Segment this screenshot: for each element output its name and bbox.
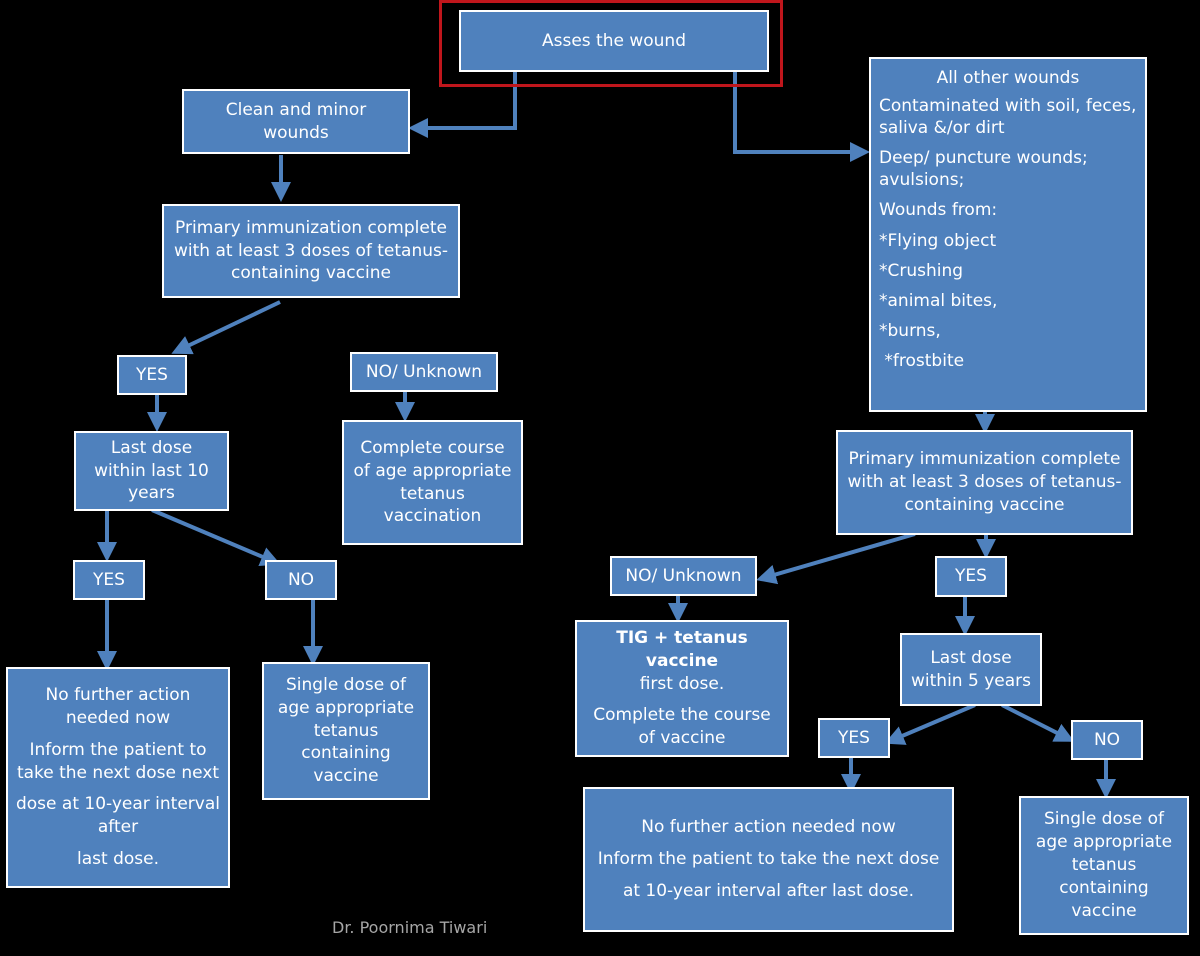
clean-minor-line: Clean and minor <box>225 99 367 120</box>
other-wounds-line: Deep/ puncture wounds; <box>879 148 1088 169</box>
arrow-lastdose5-to-no2 <box>1001 703 1075 742</box>
right-yes-box: YES <box>935 556 1007 597</box>
right-single-dose-line: containing <box>1059 877 1149 898</box>
right-tig-line: first dose. <box>639 673 725 694</box>
right-single-dose-line: vaccine <box>1071 900 1137 921</box>
other-wounds-line: saliva &/or dirt <box>879 118 1005 139</box>
other-wounds-item: *frostbite <box>879 350 965 371</box>
left-yes2-box: YES <box>73 560 145 600</box>
right-tig-box: TIG + tetanus vaccine first dose. Comple… <box>575 620 789 757</box>
left-no-unknown-box: NO/ Unknown <box>350 352 498 392</box>
left-primary-immunization-box: Primary immunization complete with at le… <box>162 204 460 298</box>
right-tig-line: Complete the course <box>593 705 771 726</box>
left-yes-box: YES <box>117 355 187 395</box>
arrow-primary-to-yes <box>171 300 281 355</box>
left-no-unknown-label: NO/ Unknown <box>365 361 483 382</box>
left-no2-box: NO <box>265 560 337 600</box>
other-wounds-box: All other wounds Contaminated with soil,… <box>869 57 1147 412</box>
left-complete-course-line: of age appropriate <box>353 460 512 481</box>
right-no-further-action-box: No further action needed now Inform the … <box>583 787 954 932</box>
right-no2-box: NO <box>1071 720 1143 760</box>
left-no-action-line: needed now <box>65 707 171 728</box>
left-no-action-line: Inform the patient to <box>29 739 207 760</box>
right-no-action-line: No further action needed now <box>641 817 896 838</box>
left-last-dose-box: Last dose within last 10 years <box>74 431 229 511</box>
left-primary-line: with at least 3 doses of tetanus- <box>173 240 448 261</box>
left-yes-label: YES <box>136 364 168 385</box>
other-wounds-item: *burns, <box>879 320 941 341</box>
left-last-dose-line: years <box>128 483 175 504</box>
right-yes2-box: YES <box>818 718 890 758</box>
right-tig-line: TIG + tetanus vaccine <box>616 627 748 671</box>
left-no-further-action-box: No further action needed now Inform the … <box>6 667 230 888</box>
left-single-dose-box: Single dose of age appropriate tetanus c… <box>262 662 430 800</box>
left-single-dose-line: vaccine <box>313 766 379 787</box>
right-yes-label: YES <box>955 566 987 587</box>
left-complete-course-box: Complete course of age appropriate tetan… <box>342 420 523 545</box>
right-last-dose-line: Last dose <box>930 647 1012 668</box>
arrow-rprimary-to-nounknown <box>756 532 916 585</box>
right-primary-line: Primary immunization complete <box>848 449 1121 470</box>
right-single-dose-line: age appropriate <box>1035 832 1173 853</box>
right-single-dose-line: tetanus <box>1071 855 1137 876</box>
left-yes2-label: YES <box>93 569 125 590</box>
left-complete-course-line: Complete course <box>360 437 505 458</box>
other-wounds-item: Deep/ puncture wounds; avulsions; <box>879 147 1088 191</box>
assess-wound-box: Asses the wound <box>459 10 769 72</box>
right-no-action-line: at 10-year interval after last dose. <box>622 880 915 901</box>
right-last-dose-line: within 5 years <box>911 670 1031 691</box>
other-wounds-item: *animal bites, <box>879 290 998 311</box>
start-highlight-frame <box>439 0 783 87</box>
right-no-unknown-label: NO/ Unknown <box>625 565 742 586</box>
right-primary-line: with at least 3 doses of tetanus- <box>847 472 1122 493</box>
left-no-action-line: last dose. <box>77 849 159 870</box>
right-single-dose-box: Single dose of age appropriate tetanus c… <box>1019 796 1189 935</box>
right-single-dose-line: Single dose of <box>1044 809 1164 830</box>
right-no-action-line: Inform the patient to take the next dose <box>597 849 940 870</box>
left-no-action-line: dose at 10-year interval <box>15 794 220 815</box>
clean-minor-line: wounds <box>263 122 329 143</box>
left-no-action-line: No further action <box>45 684 191 705</box>
left-last-dose-line: Last dose <box>110 437 193 458</box>
left-no2-label: NO <box>287 569 315 590</box>
right-primary-line: containing vaccine <box>904 494 1065 515</box>
clean-minor-wounds-box: Clean and minor wounds <box>182 89 410 154</box>
arrow-lastdose5-to-yes2 <box>884 703 976 745</box>
arrow-lastdose-to-no2 <box>151 508 281 566</box>
left-single-dose-line: tetanus <box>313 720 379 741</box>
other-wounds-item: Contaminated with soil, feces, saliva &/… <box>879 95 1136 139</box>
other-wounds-line: avulsions; <box>879 170 965 191</box>
assess-wound-text: Asses the wound <box>541 30 686 51</box>
left-primary-line: Primary immunization complete <box>175 217 447 238</box>
left-single-dose-line: Single dose of <box>286 674 406 695</box>
right-yes2-label: YES <box>838 727 870 748</box>
left-single-dose-line: age appropriate <box>277 697 415 718</box>
author-credit: Dr. Poornima Tiwari <box>332 918 488 937</box>
right-last-dose-box: Last dose within 5 years <box>900 633 1042 706</box>
left-no-action-line: after <box>97 817 139 838</box>
other-wounds-title: All other wounds <box>936 68 1080 88</box>
left-complete-course-line: vaccination <box>383 506 482 527</box>
left-complete-course-line: tetanus <box>400 483 465 504</box>
left-primary-line: containing vaccine <box>231 263 391 284</box>
other-wounds-item: *Crushing <box>879 260 964 281</box>
right-primary-immunization-box: Primary immunization complete with at le… <box>836 430 1133 535</box>
other-wounds-item: *Flying object <box>879 230 997 251</box>
right-no2-label: NO <box>1093 729 1121 750</box>
left-single-dose-line: containing <box>301 743 391 764</box>
right-tig-line: of vaccine <box>638 728 726 749</box>
other-wounds-line: Contaminated with soil, feces, <box>879 96 1137 117</box>
left-no-action-line: take the next dose next <box>16 762 220 783</box>
right-no-unknown-box: NO/ Unknown <box>610 556 757 596</box>
left-last-dose-line: within last 10 <box>94 460 209 481</box>
other-wounds-item: Wounds from: <box>879 200 998 221</box>
